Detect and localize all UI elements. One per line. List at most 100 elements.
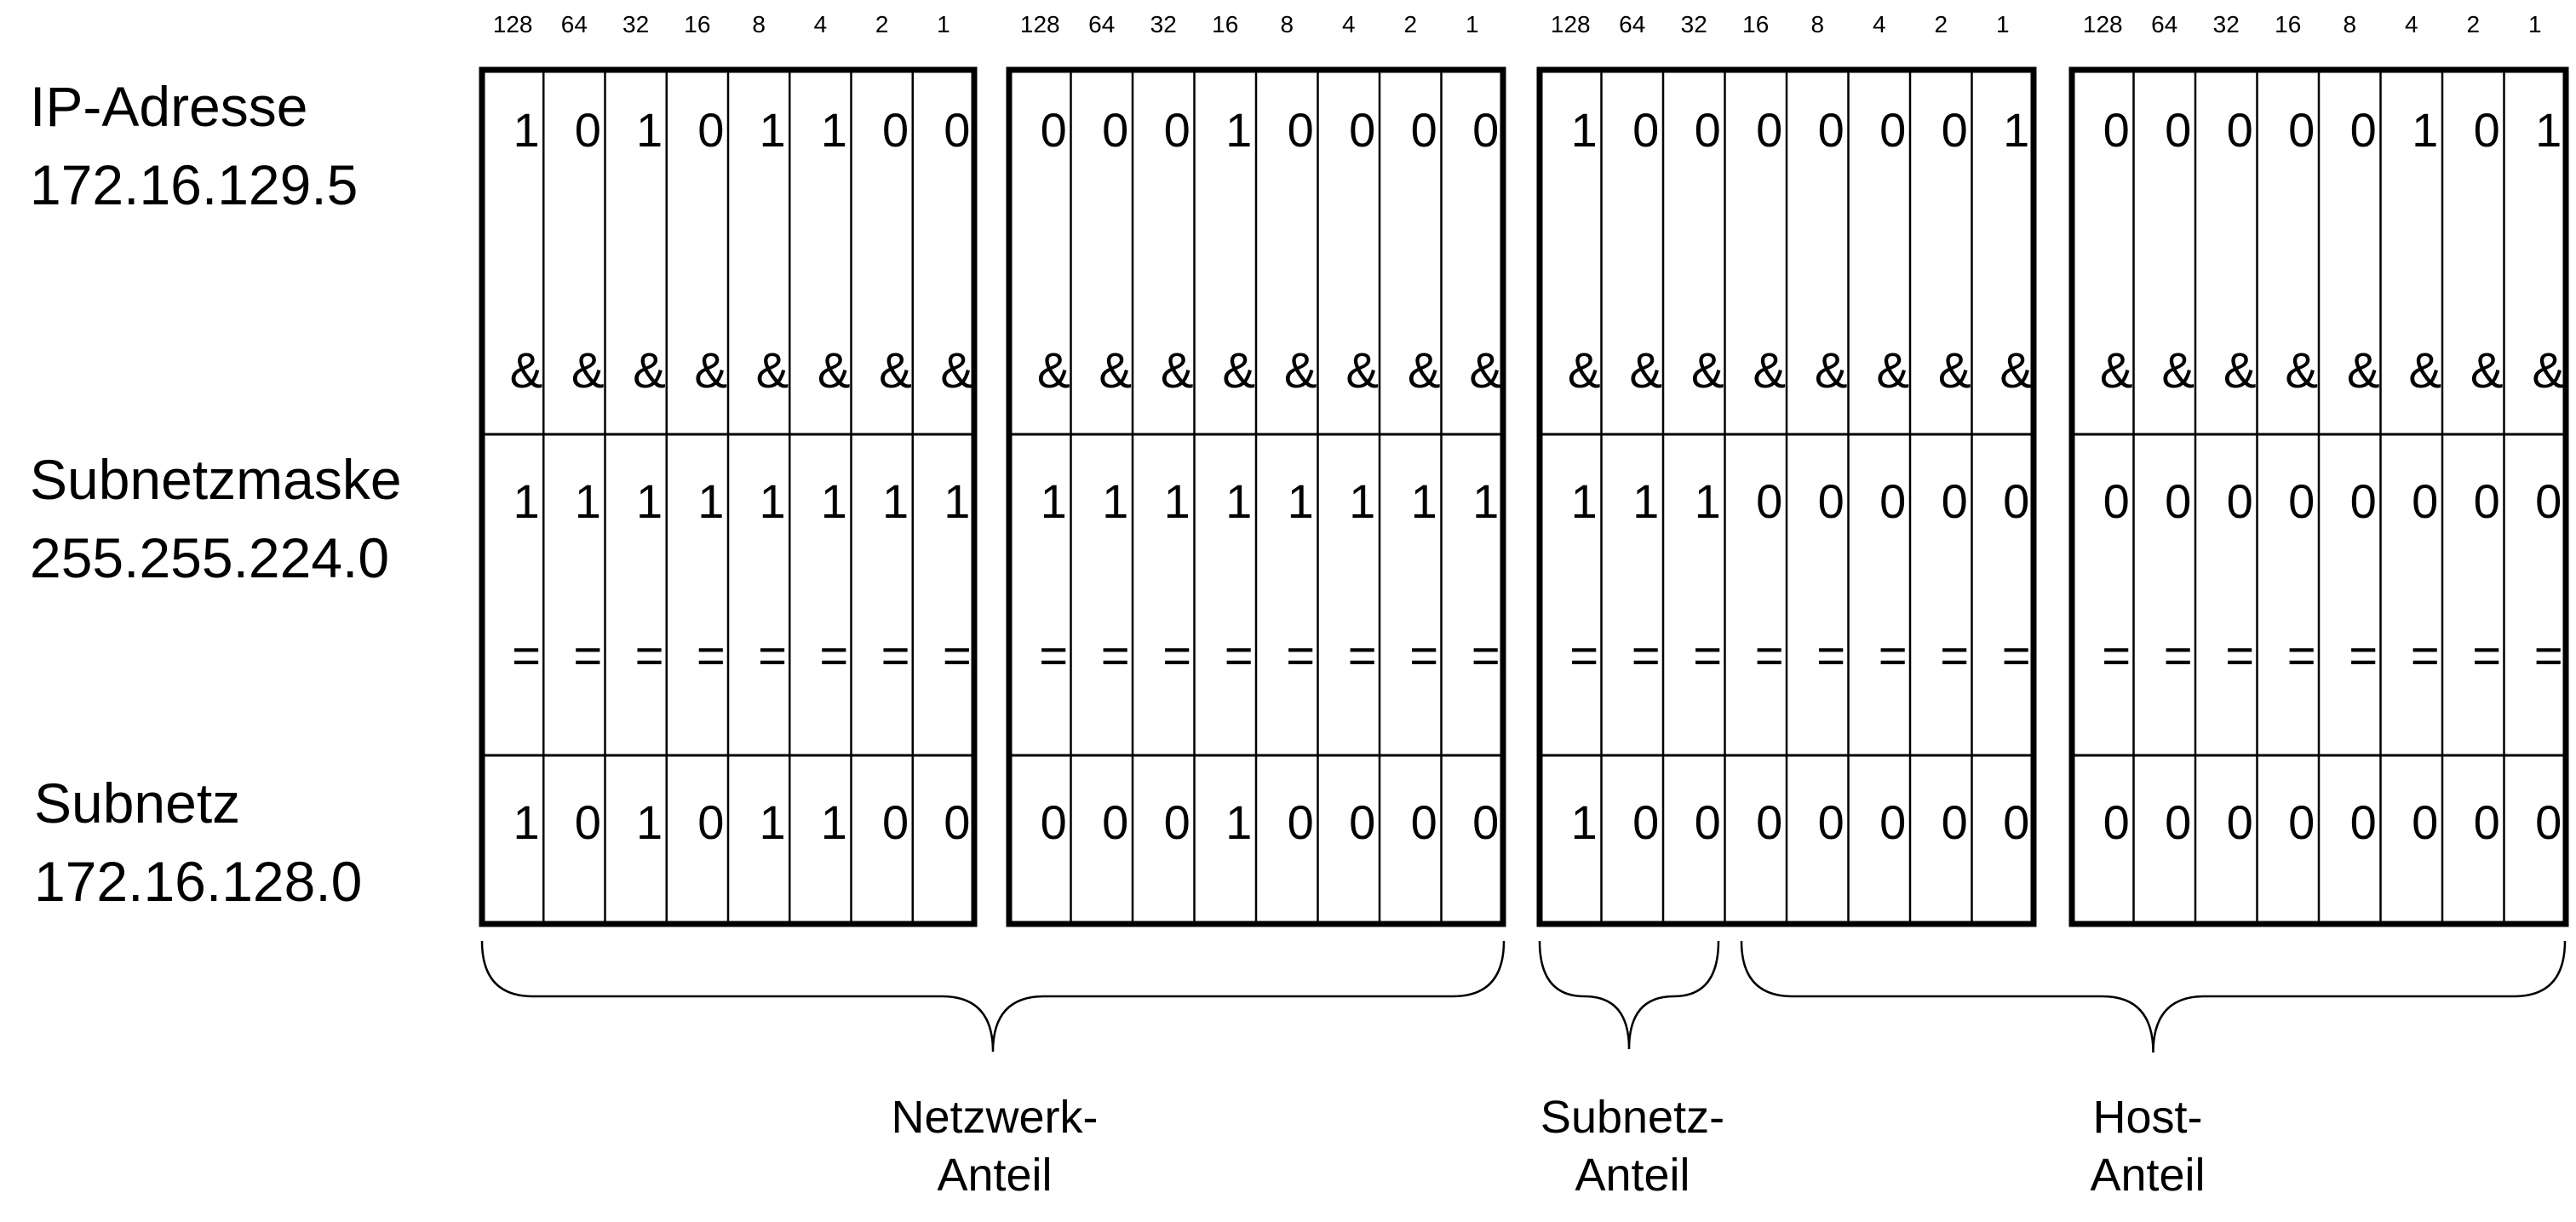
subnet-mask-bit: 1 <box>1695 474 1721 528</box>
bit-weight-label: 64 <box>1088 11 1115 37</box>
subnet-mask-bit: 0 <box>2003 474 2029 528</box>
and-operator: & <box>571 343 605 399</box>
and-operator: & <box>633 343 666 399</box>
equals-operator: = <box>1348 628 1377 684</box>
ip-address-bit: 0 <box>1288 103 1314 157</box>
and-operator: & <box>1345 343 1379 399</box>
network-part-label-line-1: Netzwerk- <box>891 1092 1098 1143</box>
subnet-bit: 0 <box>2103 795 2130 849</box>
equals-operator: = <box>758 628 787 684</box>
ip-address-bit: 1 <box>513 103 539 157</box>
ip-address-bit: 0 <box>1102 103 1128 157</box>
ip-address-bit: 0 <box>882 103 909 157</box>
bit-weight-label: 128 <box>1551 11 1591 37</box>
equals-operator: = <box>2102 628 2131 684</box>
bit-weight-label: 64 <box>2151 11 2177 37</box>
equals-operator: = <box>2534 628 2563 684</box>
bit-weight-label: 8 <box>1810 11 1824 37</box>
equals-operator: = <box>943 628 972 684</box>
equals-operator: = <box>2411 628 2440 684</box>
octet-block-1: 128111&=64010&=32111&=16010&=8111&=4111&… <box>479 11 978 927</box>
ip-address-bit: 0 <box>1695 103 1721 157</box>
bit-weight-label: 1 <box>1466 11 1479 37</box>
ip-address-label: IP-Adresse <box>30 75 307 138</box>
bit-weight-label: 128 <box>1020 11 1060 37</box>
and-operator: & <box>1222 343 1255 399</box>
subnet-bit: 0 <box>2474 795 2500 849</box>
and-operator: & <box>1469 343 1502 399</box>
bit-weight-label: 32 <box>2213 11 2240 37</box>
subnet-mask-bit: 0 <box>1879 474 1906 528</box>
ip-address-bit: 1 <box>636 103 663 157</box>
subnet-mask-bit: 1 <box>1571 474 1598 528</box>
and-operator: & <box>1037 343 1070 399</box>
subnet-bit: 1 <box>513 795 539 849</box>
bit-weight-label: 16 <box>1742 11 1769 37</box>
ip-address-bit: 1 <box>1571 103 1598 157</box>
ip-address-bit: 0 <box>1041 103 1067 157</box>
bit-weight-label: 2 <box>875 11 889 37</box>
subnet-bit: 0 <box>2165 795 2191 849</box>
equals-operator: = <box>1162 628 1191 684</box>
bit-weight-label: 8 <box>1280 11 1294 37</box>
subnet-mask-bit: 1 <box>759 474 785 528</box>
ip-address-bit: 0 <box>1472 103 1499 157</box>
subnet-mask-label: Subnetzmaske <box>30 448 402 511</box>
host-part-brace: Host-Anteil <box>1740 940 2567 1201</box>
ip-address-bit: 0 <box>1164 103 1190 157</box>
equals-operator: = <box>1879 628 1908 684</box>
bit-weight-label: 4 <box>1342 11 1356 37</box>
octet-block-2: 128010&=64010&=32010&=16111&=8010&=4010&… <box>1006 11 1506 927</box>
ip-address-bit: 0 <box>1942 103 1968 157</box>
equals-operator: = <box>2164 628 2193 684</box>
bit-weight-label: 2 <box>1934 11 1948 37</box>
subnet-part-brace: Subnetz- Anteil <box>1538 940 1724 1201</box>
and-operator: & <box>2532 343 2565 399</box>
and-operator: & <box>510 343 543 399</box>
and-operator: & <box>2223 343 2257 399</box>
ip-address-value: 172.16.129.5 <box>30 153 358 216</box>
ip-address-bit: 0 <box>944 103 970 157</box>
host-part-label-line-2: Anteil <box>2090 1150 2205 1201</box>
bit-weight-label: 64 <box>561 11 588 37</box>
bit-weight-label: 1 <box>2528 11 2542 37</box>
ip-address-bit: 1 <box>821 103 847 157</box>
subnet-bit: 0 <box>1164 795 1190 849</box>
subnet-mask-bit: 0 <box>2227 474 2253 528</box>
equals-operator: = <box>2002 628 2031 684</box>
subnet-bit: 1 <box>759 795 785 849</box>
ip-address-bit: 0 <box>2288 103 2315 157</box>
subnet-mask-bit: 0 <box>2103 474 2130 528</box>
ip-address-bit: 1 <box>759 103 785 157</box>
equals-operator: = <box>512 628 541 684</box>
ip-address-bit: 0 <box>2350 103 2377 157</box>
bit-weight-label: 16 <box>684 11 710 37</box>
subnet-mask-bit: 1 <box>1472 474 1499 528</box>
ip-address-bit: 0 <box>1756 103 1782 157</box>
equals-operator: = <box>881 628 910 684</box>
network-part-brace-shape <box>480 940 1506 1053</box>
and-operator: & <box>1629 343 1662 399</box>
subnet-part-label-line-2: Anteil <box>1575 1150 1690 1201</box>
subnet-mask-bit: 1 <box>1288 474 1314 528</box>
and-operator: & <box>879 343 912 399</box>
equals-operator: = <box>1286 628 1315 684</box>
subnet-bit: 0 <box>2003 795 2029 849</box>
equals-operator: = <box>1755 628 1784 684</box>
equals-operator: = <box>1101 628 1130 684</box>
subnet-bit: 0 <box>2350 795 2377 849</box>
host-part-brace-shape <box>1740 940 2567 1053</box>
subnet-part-label-line-1: Subnetz- <box>1540 1092 1724 1143</box>
bit-weight-label: 4 <box>814 11 828 37</box>
subnet-bit: 0 <box>1041 795 1067 849</box>
and-operator: & <box>1099 343 1132 399</box>
bit-weight-label: 32 <box>1681 11 1707 37</box>
subnet-mask-bit: 1 <box>1349 474 1375 528</box>
and-operator: & <box>2347 343 2380 399</box>
bit-grid: 128111&=64010&=32111&=16010&=8111&=4111&… <box>479 11 2569 927</box>
subnet-bit: 0 <box>2227 795 2253 849</box>
subnet-mask-bit: 0 <box>2412 474 2438 528</box>
and-operator: & <box>2408 343 2441 399</box>
ip-address-bit: 0 <box>2165 103 2191 157</box>
ip-address-bit: 1 <box>2535 103 2562 157</box>
